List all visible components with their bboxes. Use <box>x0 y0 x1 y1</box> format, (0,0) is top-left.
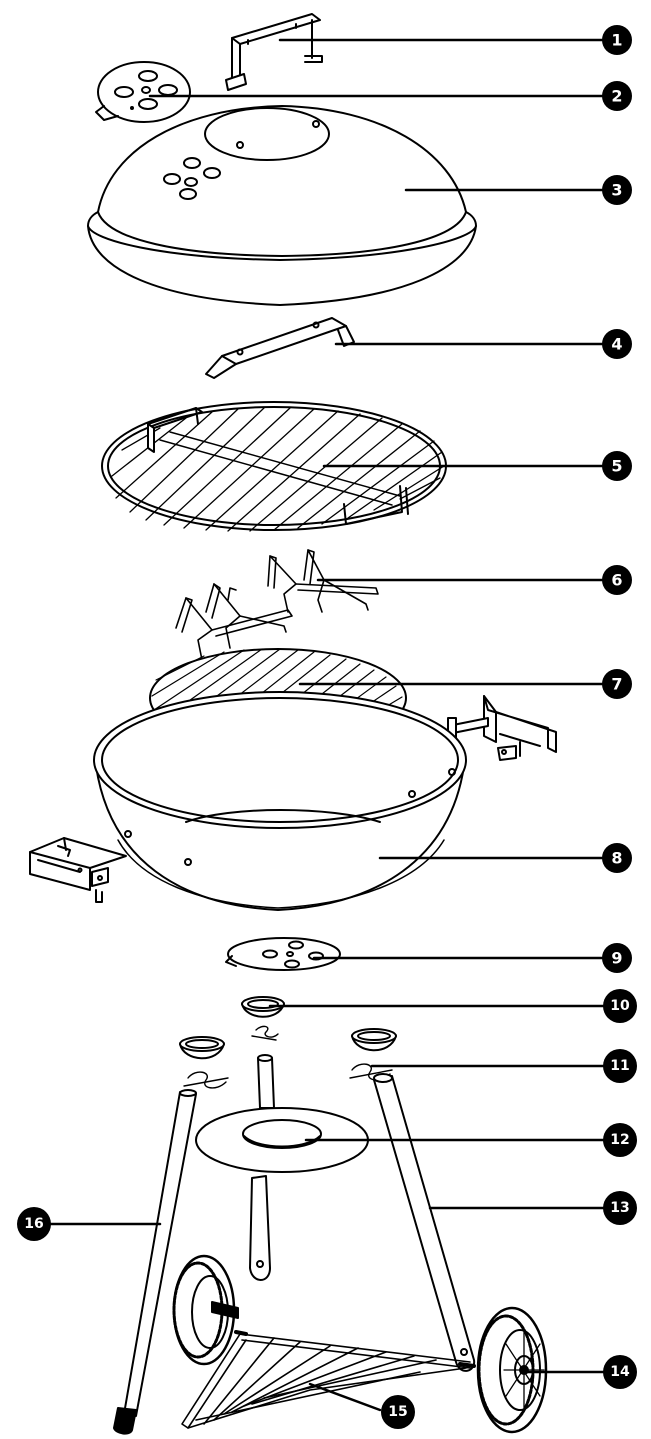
svg-text:14: 14 <box>610 1364 630 1380</box>
part-lid-hanger <box>205 317 355 379</box>
part-leg-center <box>249 1054 275 1281</box>
part-charcoal-rails <box>175 549 379 661</box>
part-bowl <box>93 691 467 911</box>
svg-text:13: 13 <box>610 1200 629 1216</box>
part-lid <box>87 105 477 306</box>
callout-5: 5 <box>602 451 632 481</box>
svg-text:5: 5 <box>611 457 622 476</box>
part-wheel-right <box>476 1306 548 1434</box>
callout-3: 3 <box>602 175 632 205</box>
part-clip-center <box>251 1025 279 1041</box>
callout-12: 12 <box>603 1123 637 1157</box>
part-lid-vent <box>95 61 191 123</box>
svg-text:15: 15 <box>388 1404 407 1420</box>
svg-text:4: 4 <box>611 335 622 354</box>
svg-text:11: 11 <box>610 1058 629 1074</box>
part-leg-socket-right <box>351 1028 397 1052</box>
callout-16: 16 <box>17 1207 51 1241</box>
callout-2: 2 <box>602 81 632 111</box>
svg-text:3: 3 <box>611 181 622 200</box>
svg-text:8: 8 <box>611 849 622 868</box>
part-leg-right <box>373 1073 476 1372</box>
callout-10: 10 <box>603 989 637 1023</box>
svg-text:1: 1 <box>611 31 622 50</box>
svg-text:12: 12 <box>610 1132 629 1148</box>
part-leg-socket-left <box>179 1036 225 1060</box>
part-cooking-grate <box>101 401 447 532</box>
svg-text:16: 16 <box>24 1216 43 1232</box>
callout-11: 11 <box>603 1049 637 1083</box>
part-base-frame <box>181 1330 476 1429</box>
svg-text:9: 9 <box>611 949 622 968</box>
leader-lines <box>48 38 608 1412</box>
callout-14: 14 <box>603 1355 637 1389</box>
callout-13: 13 <box>603 1191 637 1225</box>
part-bowl-handle-left <box>29 837 127 903</box>
svg-text:2: 2 <box>611 87 622 106</box>
part-leg-socket <box>241 996 285 1018</box>
part-lid-handle <box>225 13 323 91</box>
callout-9: 9 <box>602 943 632 973</box>
callout-1: 1 <box>602 25 632 55</box>
callout-7: 7 <box>602 669 632 699</box>
part-wire-clips <box>183 1063 393 1089</box>
callout-4: 4 <box>602 329 632 359</box>
part-bottom-vent <box>225 937 341 971</box>
callout-6: 6 <box>602 565 632 595</box>
svg-text:7: 7 <box>611 675 622 694</box>
callout-15: 15 <box>381 1395 415 1429</box>
part-bowl-handle-right <box>447 695 557 761</box>
svg-text:6: 6 <box>611 571 622 590</box>
part-wheel-left <box>172 1254 239 1366</box>
part-leg-left <box>113 1089 197 1435</box>
callout-8: 8 <box>602 843 632 873</box>
svg-text:10: 10 <box>610 998 630 1014</box>
